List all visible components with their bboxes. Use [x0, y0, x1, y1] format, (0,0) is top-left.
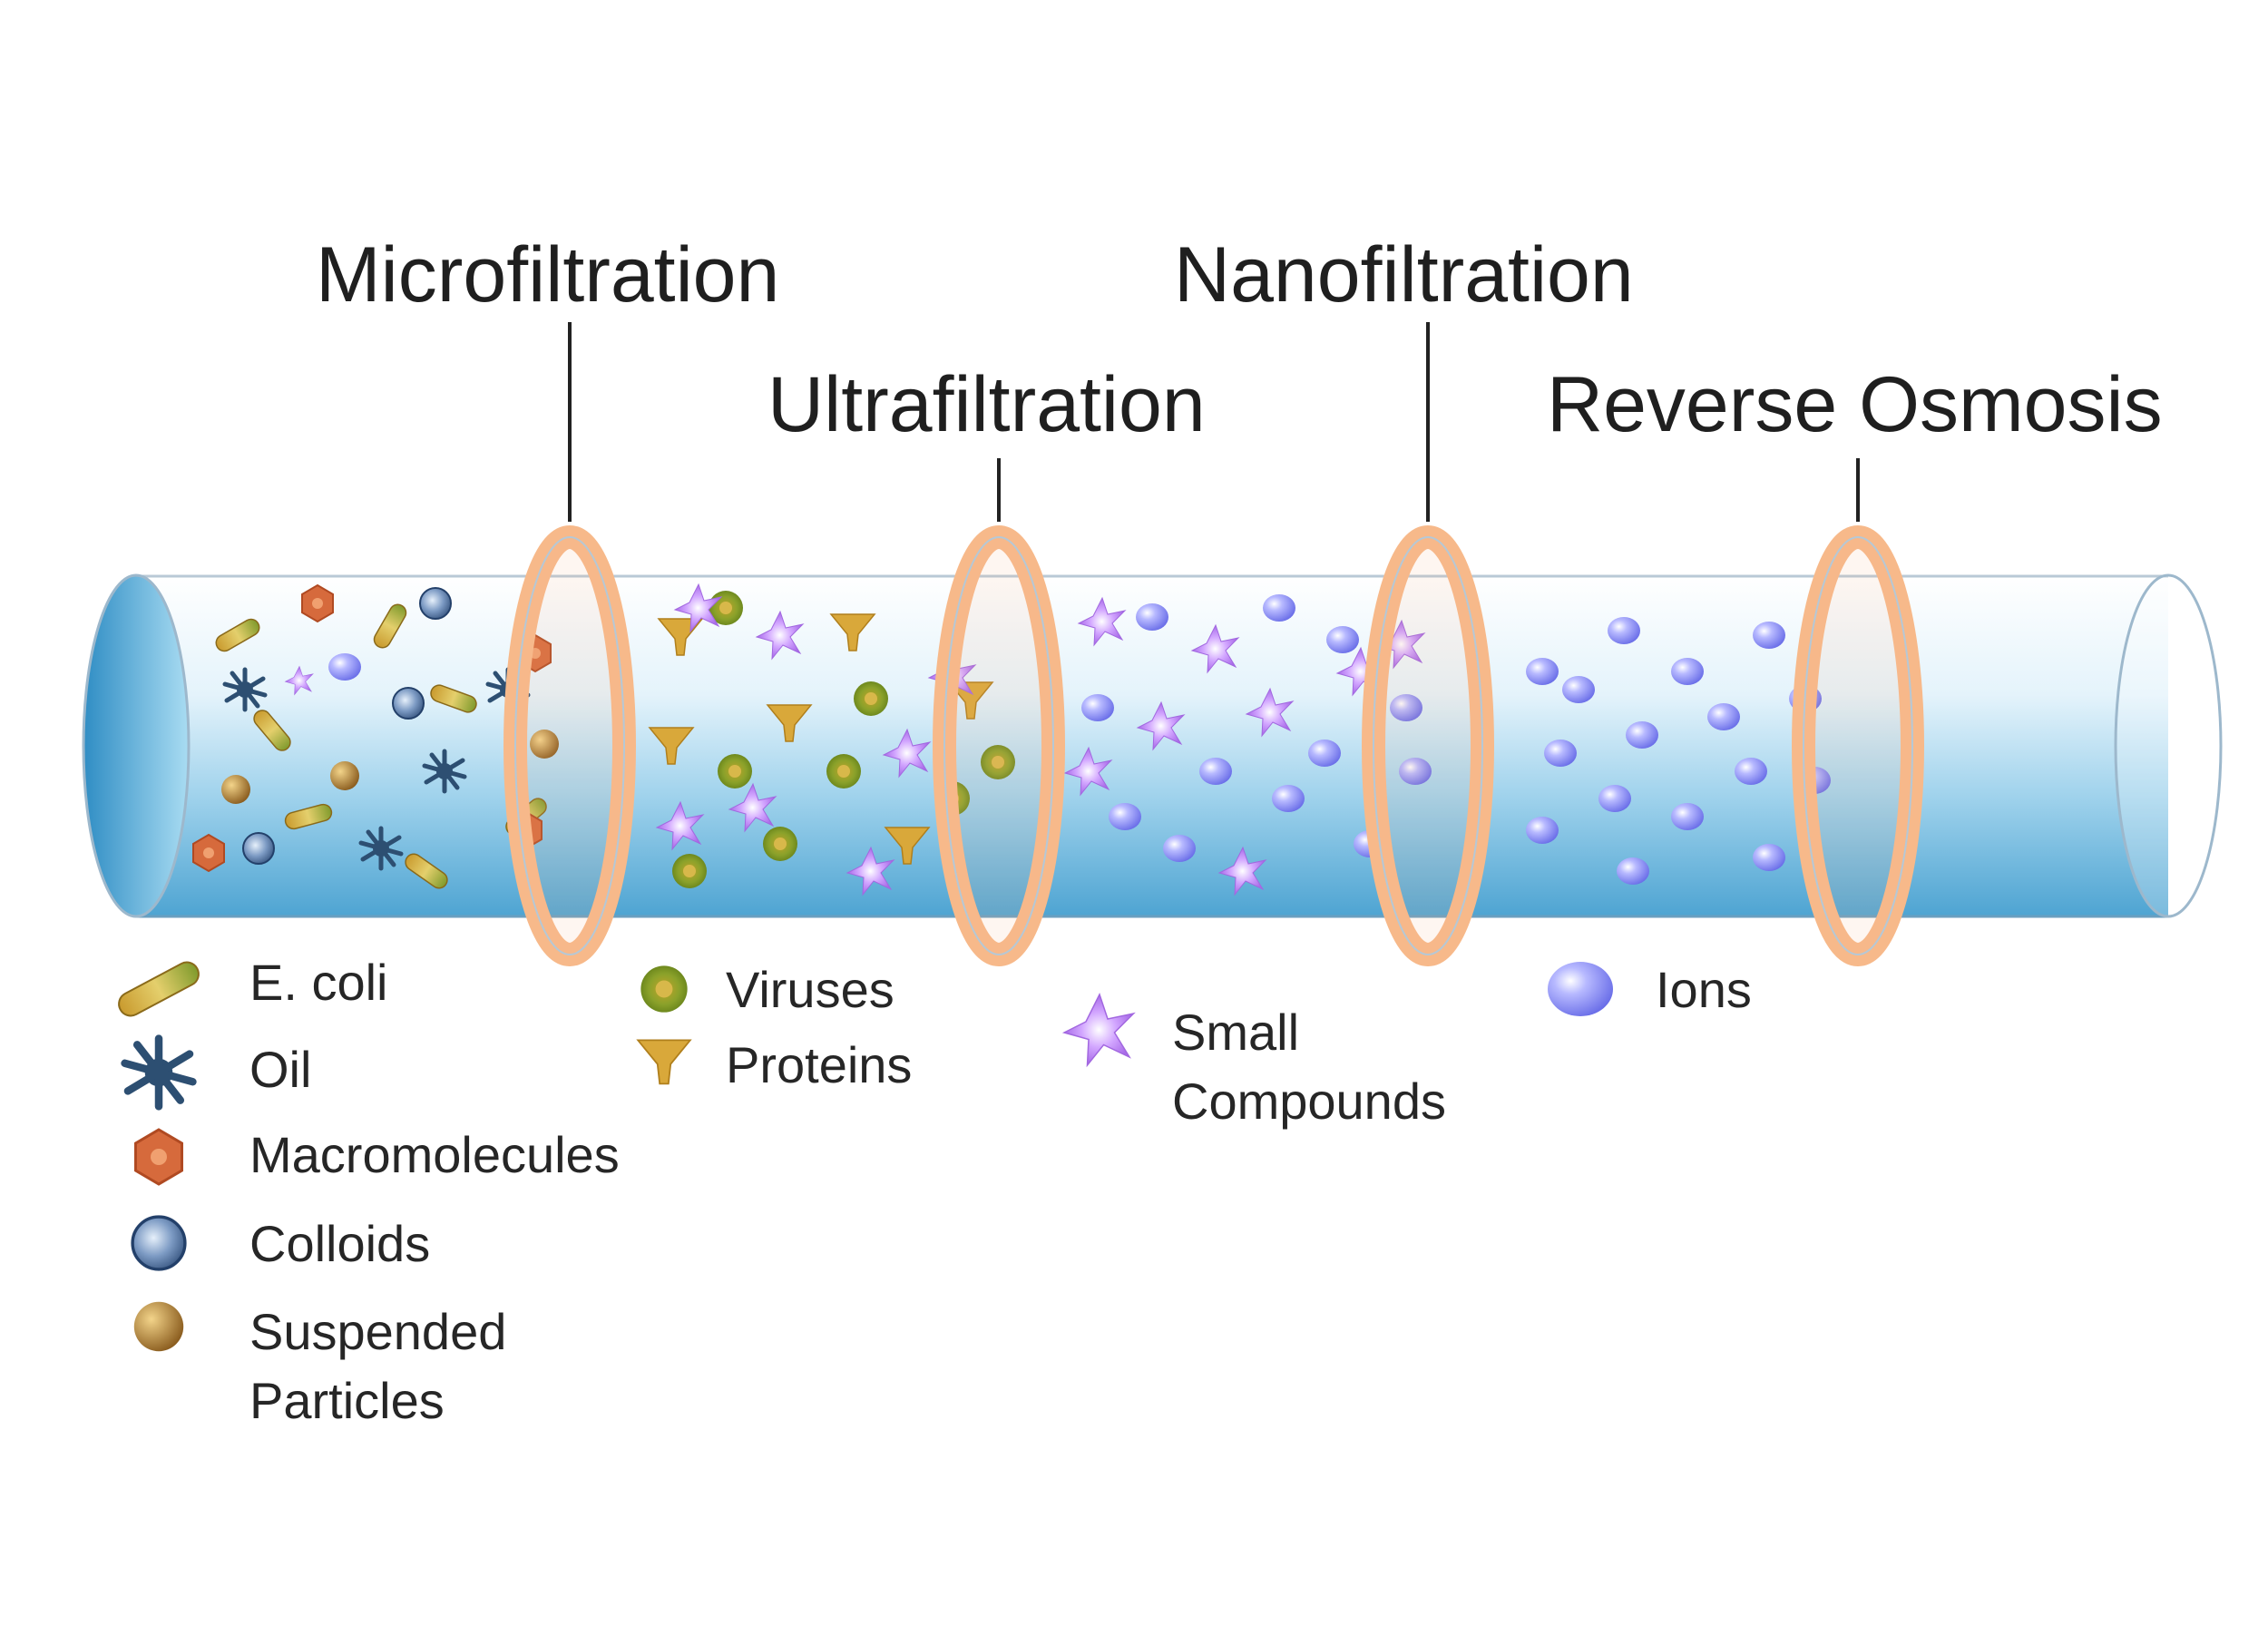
stage-label-reverse-osmosis: Reverse Osmosis [1547, 361, 2163, 448]
legend-label-macromolecules: Macromolecules [249, 1126, 620, 1183]
legend-item-macromolecules: Macromolecules [134, 1126, 620, 1186]
stage-label-ultrafiltration: Ultrafiltration [767, 361, 1206, 448]
membrane-ultrafiltration [933, 525, 1065, 966]
legend-label-viruses: Viruses [726, 961, 894, 1018]
legend-label-small: Small [1172, 1004, 1299, 1061]
legend-label-ions: Ions [1656, 961, 1752, 1018]
tube-outlet-cap [2114, 573, 2223, 918]
colloid-icon [131, 1215, 187, 1271]
oil-droplet-icon [125, 1039, 193, 1107]
legend-item-ecoli: E. coli [118, 954, 388, 1017]
legend-label-ecoli: E. coli [249, 954, 388, 1011]
stage-label-nanofiltration: Nanofiltration [1174, 231, 1634, 318]
legend-item-viruses: Viruses [640, 961, 894, 1018]
legend-item-proteins: Proteins [637, 1036, 912, 1093]
legend-item-colloids: Colloids [131, 1215, 430, 1272]
legend-item-oil: Oil [125, 1039, 311, 1107]
legend-item-ions: Ions [1548, 961, 1752, 1018]
virus-icon [640, 965, 688, 1013]
stage-label-microfiltration: Microfiltration [316, 231, 779, 318]
legend-item-suspended-particles: Suspended Particles [133, 1301, 506, 1429]
tube-body [136, 576, 2168, 916]
membrane-microfiltration [503, 525, 636, 966]
membrane-reverse-osmosis [1792, 525, 1924, 966]
membrane-nanofiltration [1362, 525, 1494, 966]
tube-inlet-cap [82, 573, 191, 918]
legend-label-particles: Particles [249, 1372, 445, 1429]
legend-label-colloids: Colloids [249, 1215, 430, 1272]
legend: E. coli Oil Macromolecules Colloids Susp… [118, 954, 1752, 1429]
legend-label-compounds: Compounds [1172, 1073, 1446, 1130]
filtration-tube [82, 573, 2223, 918]
protein-icon [637, 1039, 691, 1085]
legend-label-oil: Oil [249, 1041, 311, 1098]
leader-lines [568, 322, 1860, 522]
ion-sphere-icon [1548, 962, 1613, 1016]
legend-item-small-compounds: Small Compounds [1063, 994, 1446, 1130]
rod-bacterium-icon [118, 961, 200, 1017]
legend-label-suspended: Suspended [249, 1303, 506, 1360]
macromolecule-icon [134, 1128, 183, 1186]
legend-label-proteins: Proteins [726, 1036, 912, 1093]
membranes [503, 525, 1924, 966]
particle-sphere-icon [133, 1301, 184, 1352]
star-compound-icon [1063, 994, 1135, 1066]
